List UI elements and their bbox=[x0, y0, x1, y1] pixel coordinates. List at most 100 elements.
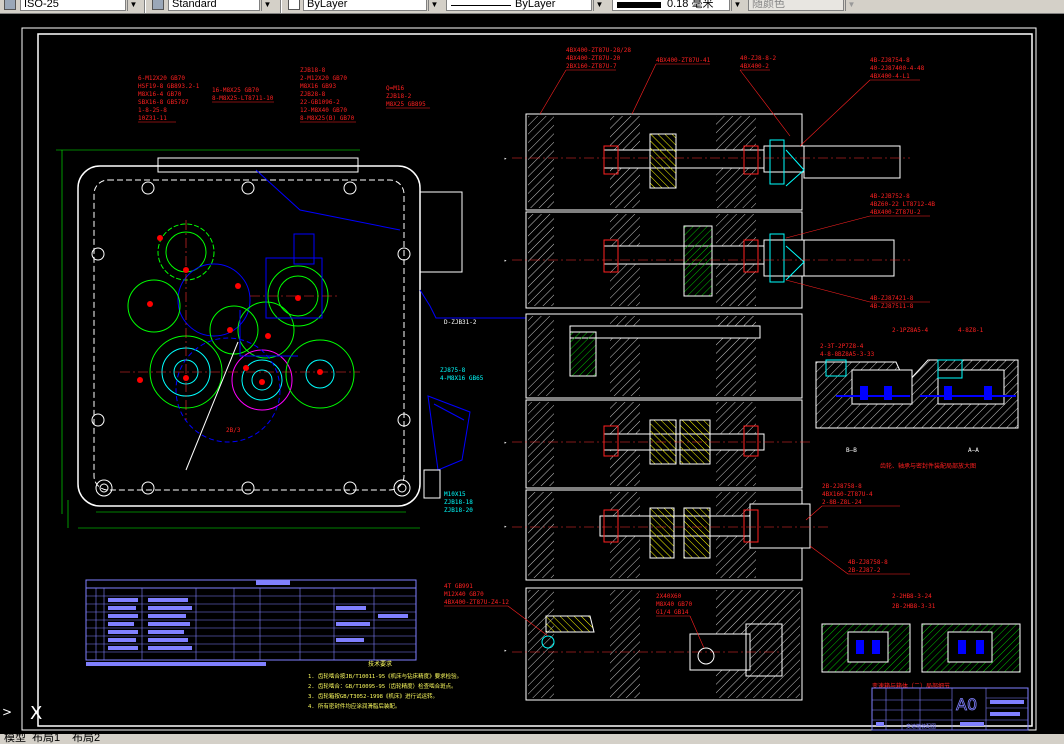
svg-text:▸: ▸ bbox=[504, 440, 507, 446]
svg-text:4B-ZJ8758-8: 4B-ZJ8758-8 bbox=[848, 559, 888, 566]
drawing-canvas[interactable]: 6-M12X20 GB70 HSF19-8 GB893.2-1 M8X16-4 … bbox=[0, 14, 1064, 734]
svg-text:4BZ60-22 LT8712-4B: 4BZ60-22 LT8712-4B bbox=[870, 201, 935, 208]
svg-text:M8X40 GB70: M8X40 GB70 bbox=[656, 601, 693, 608]
svg-text:2-3T-2P7Z8-4: 2-3T-2P7Z8-4 bbox=[820, 343, 864, 350]
svg-text:技术要求: 技术要求 bbox=[368, 660, 392, 668]
svg-text:ZJB18-20: ZJB18-20 bbox=[444, 507, 473, 514]
svg-text:10Z31-11: 10Z31-11 bbox=[138, 115, 167, 122]
svg-text:B—B: B—B bbox=[846, 447, 857, 454]
svg-text:4BX400-ZT87U-Z4-12: 4BX400-ZT87U-Z4-12 bbox=[444, 599, 509, 606]
properties-toolbar: ISO-25 ▼ Standard ▼ ByLayer ▼ ByLayer ▼ … bbox=[0, 0, 1064, 14]
ucs-icon: X bbox=[30, 703, 43, 724]
section-view-labels: 4BX400-ZT87U-28/28 4BX400-ZT87U-20 2BX16… bbox=[444, 47, 984, 690]
linetype-preview bbox=[451, 5, 511, 6]
svg-text:2-M12X20 GB70: 2-M12X20 GB70 bbox=[300, 75, 347, 82]
left-view-white-labels: D-ZJB31-2 ZJ875-8 4-M8X16 GB65 M10X15 ZJ… bbox=[440, 319, 484, 514]
lineweight-select[interactable]: 0.18 毫米 bbox=[612, 0, 730, 11]
svg-text:4BX400-ZT87U-20: 4BX400-ZT87U-20 bbox=[566, 55, 621, 62]
tab-layout2[interactable]: 布局2 bbox=[72, 734, 101, 744]
svg-text:2-1PZ8A5-4: 2-1PZ8A5-4 bbox=[892, 327, 929, 334]
svg-text:4BX400-ZT87U-41: 4BX400-ZT87U-41 bbox=[656, 57, 711, 64]
chevron-down-icon[interactable]: ▼ bbox=[845, 0, 857, 11]
svg-text:16-M8X25 GB70: 16-M8X25 GB70 bbox=[212, 87, 259, 94]
layout-tabs: 模型 布局1 布局2 bbox=[0, 734, 1064, 744]
sheet-outer-border bbox=[21, 27, 1037, 731]
section-detail-bb-aa bbox=[815, 359, 1019, 429]
svg-text:2B-2HB8-3-31: 2B-2HB8-3-31 bbox=[892, 603, 936, 610]
svg-text:2-8B-Z8L-24: 2-8B-Z8L-24 bbox=[822, 499, 862, 506]
toolbar-separator bbox=[144, 0, 146, 13]
svg-text:4T GB991: 4T GB991 bbox=[444, 583, 473, 590]
section-view-markers: B—B A—A bbox=[846, 447, 979, 454]
color-select[interactable]: ByLayer bbox=[303, 0, 427, 11]
svg-text:变速箱与箱体（二）局部细节: 变速箱与箱体（二）局部细节 bbox=[872, 682, 950, 690]
svg-text:4BX400-2: 4BX400-2 bbox=[740, 63, 769, 70]
seal-detail-views bbox=[821, 623, 1021, 673]
chevron-down-icon[interactable]: ▼ bbox=[261, 0, 273, 11]
svg-text:2X40X60: 2X40X60 bbox=[656, 593, 682, 600]
left-view-labels: 6-M12X20 GB70 HSF19-8 GB893.2-1 M8X16-4 … bbox=[138, 67, 426, 434]
linetype-select[interactable]: ByLayer bbox=[446, 0, 592, 11]
svg-text:ZJB18-18: ZJB18-18 bbox=[444, 499, 473, 506]
svg-text:6-M12X20 GB70: 6-M12X20 GB70 bbox=[138, 75, 185, 82]
plot-style-select[interactable]: 随颜色 bbox=[748, 0, 844, 11]
svg-text:4-M8X16 GB65: 4-M8X16 GB65 bbox=[440, 375, 484, 382]
chevron-down-icon[interactable]: ▼ bbox=[731, 0, 743, 11]
dimension-style-select[interactable]: ISO-25 bbox=[20, 0, 126, 11]
svg-text:4B-2JB752-8: 4B-2JB752-8 bbox=[870, 193, 910, 200]
section-leader-lines bbox=[444, 63, 930, 649]
svg-text:2. 齿轮啮合：GB/T10095-95（齿轮精度）检查啮合: 2. 齿轮啮合：GB/T10095-95（齿轮精度）检查啮合斑点。 bbox=[308, 682, 457, 690]
svg-text:M8X25 GB895: M8X25 GB895 bbox=[386, 101, 426, 108]
svg-text:40-ZJ8-8-2: 40-ZJ8-8-2 bbox=[740, 55, 777, 62]
svg-text:2BX160-ZT87U-7: 2BX160-ZT87U-7 bbox=[566, 63, 617, 70]
tab-layout1[interactable]: 布局1 bbox=[32, 734, 61, 744]
svg-text:G1/4 GB14: G1/4 GB14 bbox=[656, 609, 689, 616]
svg-text:4BX400-ZT87U-28/28: 4BX400-ZT87U-28/28 bbox=[566, 47, 631, 54]
svg-text:4B-ZJ87511-8: 4B-ZJ87511-8 bbox=[870, 303, 914, 310]
svg-text:8-M8X25(B) GB70: 8-M8X25(B) GB70 bbox=[300, 115, 355, 122]
text-style-icon[interactable] bbox=[152, 0, 164, 10]
svg-text:22-GB1096-2: 22-GB1096-2 bbox=[300, 99, 340, 106]
svg-text:4B-ZJ8754-8: 4B-ZJ8754-8 bbox=[870, 57, 910, 64]
svg-text:A—A: A—A bbox=[968, 447, 979, 454]
sheet-inner-border bbox=[37, 33, 1033, 727]
svg-text:2-2HB8-3-24: 2-2HB8-3-24 bbox=[892, 593, 932, 600]
svg-text:SBX16-8 GB5787: SBX16-8 GB5787 bbox=[138, 99, 189, 106]
svg-text:▸: ▸ bbox=[504, 648, 507, 654]
svg-text:▸: ▸ bbox=[504, 524, 507, 530]
svg-text:HSF19-8 GB893.2-1: HSF19-8 GB893.2-1 bbox=[138, 83, 200, 90]
svg-text:ZJB18-2: ZJB18-2 bbox=[386, 93, 412, 100]
svg-text:1. 齿轮啮合按JB/T10011-95《机床与钻床精度》要: 1. 齿轮啮合按JB/T10011-95《机床与钻床精度》要求检验。 bbox=[308, 672, 462, 680]
svg-text:齿轮、轴承与密封件装配局部放大图: 齿轮、轴承与密封件装配局部放大图 bbox=[880, 462, 976, 470]
svg-text:▸: ▸ bbox=[504, 156, 507, 162]
svg-text:4BX400-ZT87U-2: 4BX400-ZT87U-2 bbox=[870, 209, 921, 216]
svg-text:12-M8X40 GB70: 12-M8X40 GB70 bbox=[300, 107, 347, 114]
tab-model[interactable]: 模型 bbox=[4, 734, 26, 744]
svg-text:ZJ875-8: ZJ875-8 bbox=[440, 367, 466, 374]
svg-text:4-8-8BZ8A5-3-33: 4-8-8BZ8A5-3-33 bbox=[820, 351, 875, 358]
svg-text:2B-2J8758-8: 2B-2J8758-8 bbox=[822, 483, 862, 490]
chevron-down-icon[interactable]: ▼ bbox=[428, 0, 440, 11]
svg-text:1-8-25-8: 1-8-25-8 bbox=[138, 107, 167, 114]
svg-text:M10X15: M10X15 bbox=[444, 491, 466, 498]
chevron-down-icon[interactable]: ▼ bbox=[127, 0, 139, 11]
front-view bbox=[56, 149, 526, 529]
svg-text:4. 所有密封件均应涂润滑脂后装配。: 4. 所有密封件均应涂润滑脂后装配。 bbox=[308, 702, 400, 710]
toolbar-separator bbox=[280, 0, 282, 13]
section-view: ▸ ▸ ▸ ▸ ▸ bbox=[504, 113, 910, 701]
svg-text:8-M8X25-LT8711-10: 8-M8X25-LT8711-10 bbox=[212, 95, 274, 102]
svg-text:3. 齿轮箱按GB/T3052-1998《机床》进行试运转。: 3. 齿轮箱按GB/T3052-1998《机床》进行试运转。 bbox=[308, 692, 438, 700]
lineweight-preview bbox=[617, 2, 661, 8]
svg-text:2B-ZJ87-2: 2B-ZJ87-2 bbox=[848, 567, 881, 574]
svg-text:4-8Z8-1: 4-8Z8-1 bbox=[958, 327, 984, 334]
svg-text:4BX160-ZT87U-4: 4BX160-ZT87U-4 bbox=[822, 491, 873, 498]
svg-text:2B/3: 2B/3 bbox=[226, 427, 241, 434]
svg-text:变速箱装配图: 变速箱装配图 bbox=[906, 723, 936, 730]
svg-text:ZJB28-8: ZJB28-8 bbox=[300, 91, 326, 98]
technical-notes: 技术要求 1. 齿轮啮合按JB/T10011-95《机床与钻床精度》要求检验。 … bbox=[308, 660, 462, 710]
chevron-down-icon[interactable]: ▼ bbox=[593, 0, 605, 11]
svg-text:▸: ▸ bbox=[504, 258, 507, 264]
text-style-select[interactable]: Standard bbox=[168, 0, 260, 11]
svg-text:4B-ZJ87421-8: 4B-ZJ87421-8 bbox=[870, 295, 914, 302]
dimension-style-icon[interactable] bbox=[4, 0, 16, 10]
